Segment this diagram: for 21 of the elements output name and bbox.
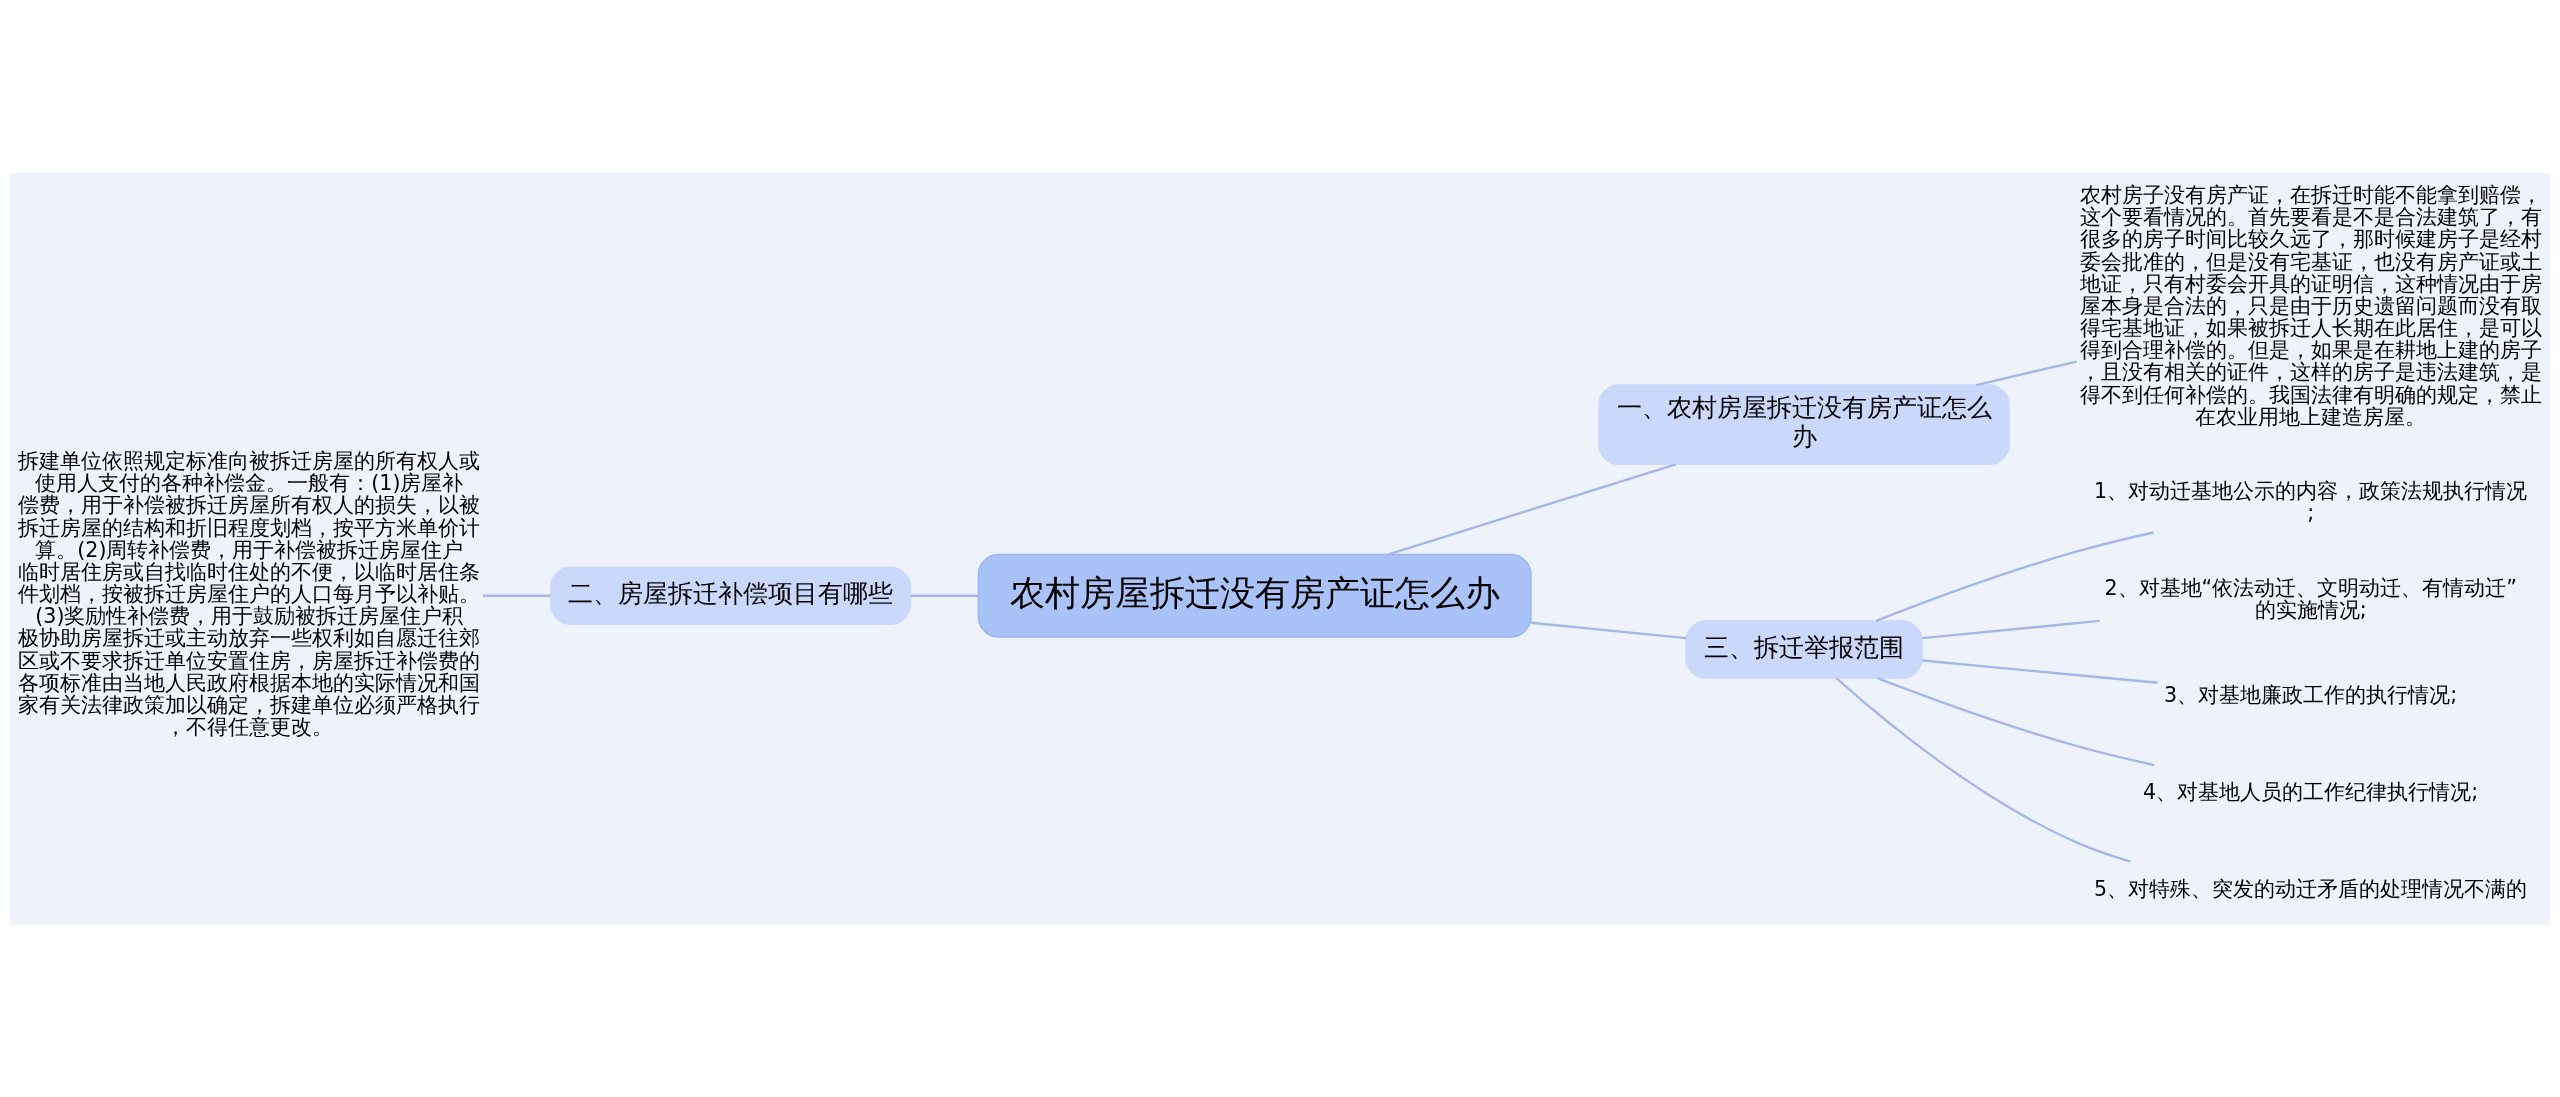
- connector: [1922, 619, 2100, 639]
- connector: [1922, 658, 2158, 684]
- node-box: 三、拆迁举报范围: [1685, 619, 1923, 679]
- connector: [1387, 462, 1677, 556]
- node-text: 农村房子没有房产证，在拆迁时能不能拿到赔偿，这个要看情况的。首先要看是不是合法建筑了，有很多的房子时间比较久远了，那时候建房子是经村委会批准的，但是没有宅基证，也没有房产证或土地证，只有村委会开具的证明信，这种情况由于房屋本身是合法的，只是由于历史遗留问题而没有取得宅基地证，如果被拆迁人长期在此居住，是可以得到合理补偿的。但是，如果是在耕地上建的房子，且没有相关的证件，这样的房子是违法建筑，是得不到任何补偿的。我国法律有明确的规定，禁止在农业用地上建造房屋。: [2079, 182, 2542, 429]
- node-box: 二、房屋拆迁补偿项目有哪些: [550, 565, 912, 625]
- node-text: 5、对特殊、突发的动迁矛盾的处理情况不满的: [2094, 876, 2528, 901]
- node-text: 1、对动迁基地公示的内容，政策法规执行情况;: [2094, 478, 2528, 525]
- connector: [483, 594, 551, 597]
- node-text: 4、对基地人员的工作纪律执行情况;: [2143, 779, 2479, 804]
- node-box: 一、农村房屋拆迁没有房产证怎么办: [1598, 383, 2010, 465]
- connector: [1875, 530, 2154, 622]
- connector: [1530, 621, 1687, 639]
- node-text: 2、对基地“依法动迁、文明动迁、有情动迁”的实施情况;: [2104, 575, 2517, 622]
- node-box: 农村房屋拆迁没有房产证怎么办: [977, 553, 1532, 638]
- connector: [1876, 676, 2155, 766]
- node-text: 3、对基地廉政工作的执行情况;: [2164, 682, 2458, 707]
- connector: [1975, 359, 2077, 386]
- connector: [910, 594, 978, 597]
- connector: [1835, 676, 2131, 863]
- node-text: 拆建单位依照规定标准向被拆迁房屋的所有权人或使用人支付的各种补偿金。一般有：(1)房屋补偿费，用于补偿被拆迁房屋所有权人的损失，以被拆迁房屋的结构和折旧程度划档，按平方米单价计算。(2)周转补偿费，用于补偿被拆迁房屋住户临时居住房或自找临时住处的不便，以临时居住条件划档，按被拆迁房屋住户的人口每月予以补贴。(3)奖励性补偿费，用于鼓励被拆迁房屋住户积极协助房屋拆迁或主动放弃一些权利如自愿迁往郊区或不要求拆迁单位安置住房，房屋拆迁补偿费的各项标准由当地人民政府根据本地的实际情况和国家有关法律政策加以确定，拆建单位必须严格执行，不得任意更改。: [18, 448, 481, 739]
